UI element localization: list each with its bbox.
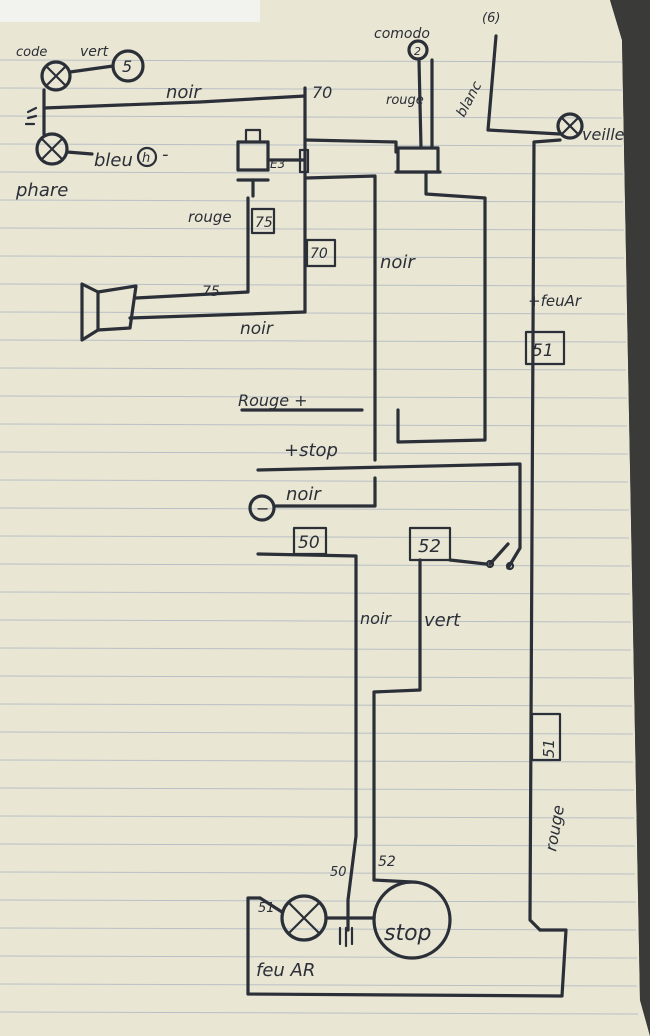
wire-52-to-stop <box>372 878 414 884</box>
label-vert-top: vert <box>80 44 109 60</box>
label-noir-top: noir <box>166 82 202 103</box>
wire-relay-loop <box>396 170 487 444</box>
bulb-h-icon <box>136 146 158 168</box>
label-52-bottom: 52 <box>378 854 396 870</box>
box-52 <box>408 526 452 562</box>
connector-block <box>298 148 310 174</box>
label-vert-lower: vert <box>424 610 461 631</box>
label-rouge-plus: Rouge + <box>238 391 308 410</box>
label-box-70: 70 <box>310 246 328 262</box>
wire-horn-75 <box>134 196 250 300</box>
paper-corner-top <box>0 0 260 22</box>
label-phare: phare <box>15 180 68 201</box>
label-noir-mid: noir <box>380 252 416 273</box>
box-51-bottom <box>530 712 562 762</box>
label-51-bottom: 51 <box>258 901 275 916</box>
box-70 <box>305 238 337 268</box>
ground-symbol <box>338 926 354 948</box>
wire-vert-lower <box>372 558 422 882</box>
wire-noir-mid <box>304 174 377 462</box>
label-70-top: 70 <box>312 83 332 102</box>
code-bulb-icon <box>40 60 72 92</box>
label-bleu-num: h <box>142 151 150 166</box>
wire-51-to-bulb <box>258 896 284 914</box>
wire-phare-to-bleu <box>65 150 94 156</box>
minus-circle-icon <box>248 494 276 522</box>
label-box-50: 50 <box>298 533 320 553</box>
label-comodo: comodo <box>374 26 430 42</box>
paper-edge-shadow <box>610 0 650 1036</box>
label-rouge-top: rouge <box>386 93 424 108</box>
label-minus-mark: - <box>162 144 169 165</box>
wire-noir-top <box>42 94 307 110</box>
horn-icon <box>80 282 138 342</box>
switch-e3-icon <box>236 128 270 198</box>
label-plus-stop: +stop <box>284 440 338 461</box>
label-box-51-bottom: 51 <box>540 739 558 758</box>
label-bleu: bleu <box>94 150 133 171</box>
label-bulb-5: 5 <box>122 57 132 76</box>
wire-70-to-relay <box>304 138 398 154</box>
label-box-51-top: 51 <box>532 341 554 361</box>
label-feu-ar: feu AR <box>256 960 315 981</box>
label-box-52: 52 <box>418 536 441 557</box>
label-noir-minus: noir <box>286 484 322 505</box>
label-plus-feuar: +feuAr <box>528 292 582 310</box>
veille-bulb-icon <box>556 112 584 140</box>
label-comodo-num: 2 <box>414 45 421 58</box>
label-noir-horn: noir <box>240 319 274 339</box>
box-51-top <box>524 330 566 366</box>
ground-marks <box>24 106 38 126</box>
label-stop: stop <box>384 921 432 946</box>
label-veille: veille <box>582 125 625 144</box>
label-box-75: 75 <box>255 215 273 231</box>
label-6: (6) <box>482 11 500 26</box>
label-rouge-75: rouge <box>188 208 232 226</box>
wire-plus-stop <box>256 462 522 570</box>
wire-noir-minus <box>274 476 377 508</box>
label-50-bottom: 50 <box>330 865 347 880</box>
ruled-lines <box>0 59 639 1015</box>
label-75-horn: 75 <box>202 284 220 300</box>
wire-6 <box>486 34 562 136</box>
relay-switch-icon <box>394 146 442 174</box>
label-minus-circle: − <box>256 499 269 518</box>
phare-bulb-icon <box>35 132 69 166</box>
wire-code-to-5 <box>68 64 115 74</box>
wire-noir-lower <box>256 552 358 932</box>
label-code: code <box>16 45 47 60</box>
wire-horn-noir <box>128 310 307 320</box>
box-75 <box>250 207 276 235</box>
wire-comodo-rouge <box>417 58 423 150</box>
wire-feuar-vertical <box>528 138 562 932</box>
label-e3: E3 <box>270 157 285 171</box>
stop-switch-icon <box>448 542 515 571</box>
label-noir-lower: noir <box>360 609 392 628</box>
wire-bottom-loop <box>246 896 568 998</box>
